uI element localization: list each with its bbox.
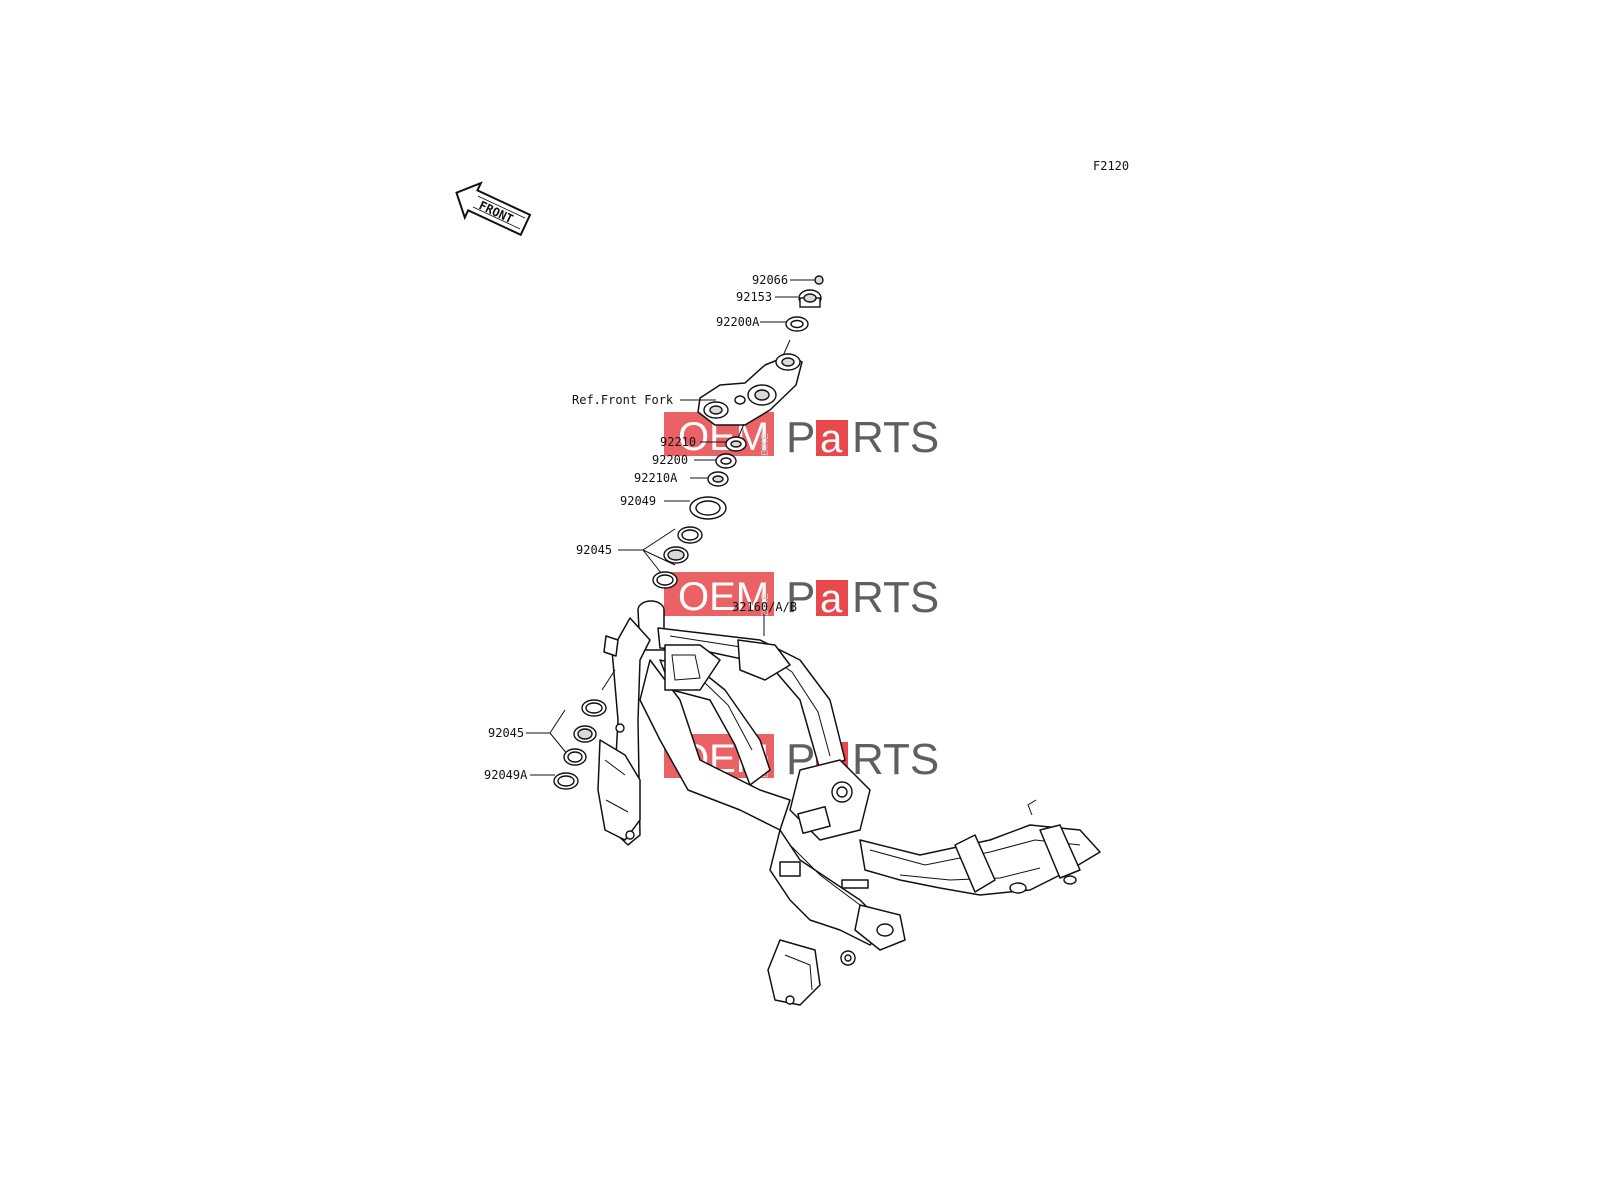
svg-text:BIKE: BIKE <box>760 593 771 616</box>
svg-text:RTS: RTS <box>852 735 939 784</box>
part-92049-seal <box>664 496 727 520</box>
svg-text:P: P <box>786 573 815 622</box>
svg-text:RTS: RTS <box>852 573 939 622</box>
label-32160[interactable]: 32160/A/B <box>732 600 797 614</box>
svg-text:BIKE: BIKE <box>760 433 771 456</box>
part-92200A-washer <box>760 316 809 332</box>
part-92045-lower-bearings <box>526 699 607 766</box>
svg-text:a: a <box>820 577 843 621</box>
label-92210[interactable]: 92210 <box>660 435 696 449</box>
svg-text:P: P <box>786 413 815 462</box>
front-direction-arrow: FRONT <box>455 181 532 237</box>
part-92153-nut <box>775 289 822 308</box>
label-92045-lower[interactable]: 92045 <box>488 726 524 740</box>
label-92045-upper[interactable]: 92045 <box>576 543 612 557</box>
label-ref-front-fork[interactable]: Ref.Front Fork <box>572 393 674 407</box>
label-92200[interactable]: 92200 <box>652 453 688 467</box>
label-92153[interactable]: 92153 <box>736 290 772 304</box>
part-92210A-nut <box>690 471 729 487</box>
label-92200A[interactable]: 92200A <box>716 315 760 329</box>
main-frame <box>597 600 1101 1006</box>
part-92045-upper-bearings <box>618 526 703 589</box>
watermark-oembikeparts-1: OEM BIKE P a RTS <box>664 412 939 462</box>
upper-triple-clamp <box>697 339 803 426</box>
diagram-code: F2120 <box>1093 159 1129 173</box>
label-92049[interactable]: 92049 <box>620 494 656 508</box>
label-92066[interactable]: 92066 <box>752 273 788 287</box>
svg-text:RTS: RTS <box>852 413 939 462</box>
svg-text:a: a <box>820 417 843 461</box>
part-92200-washer <box>694 453 737 469</box>
leader-lower-stem <box>601 669 616 691</box>
part-92210-locknut <box>700 423 747 452</box>
svg-text:OEM: OEM <box>678 575 769 619</box>
part-92049A-seal <box>530 772 579 790</box>
watermark-oembikeparts-2: OEM BIKE P a RTS <box>664 572 939 622</box>
label-92049A[interactable]: 92049A <box>484 768 528 782</box>
part-92066-cap <box>790 275 824 285</box>
label-92210A[interactable]: 92210A <box>634 471 678 485</box>
